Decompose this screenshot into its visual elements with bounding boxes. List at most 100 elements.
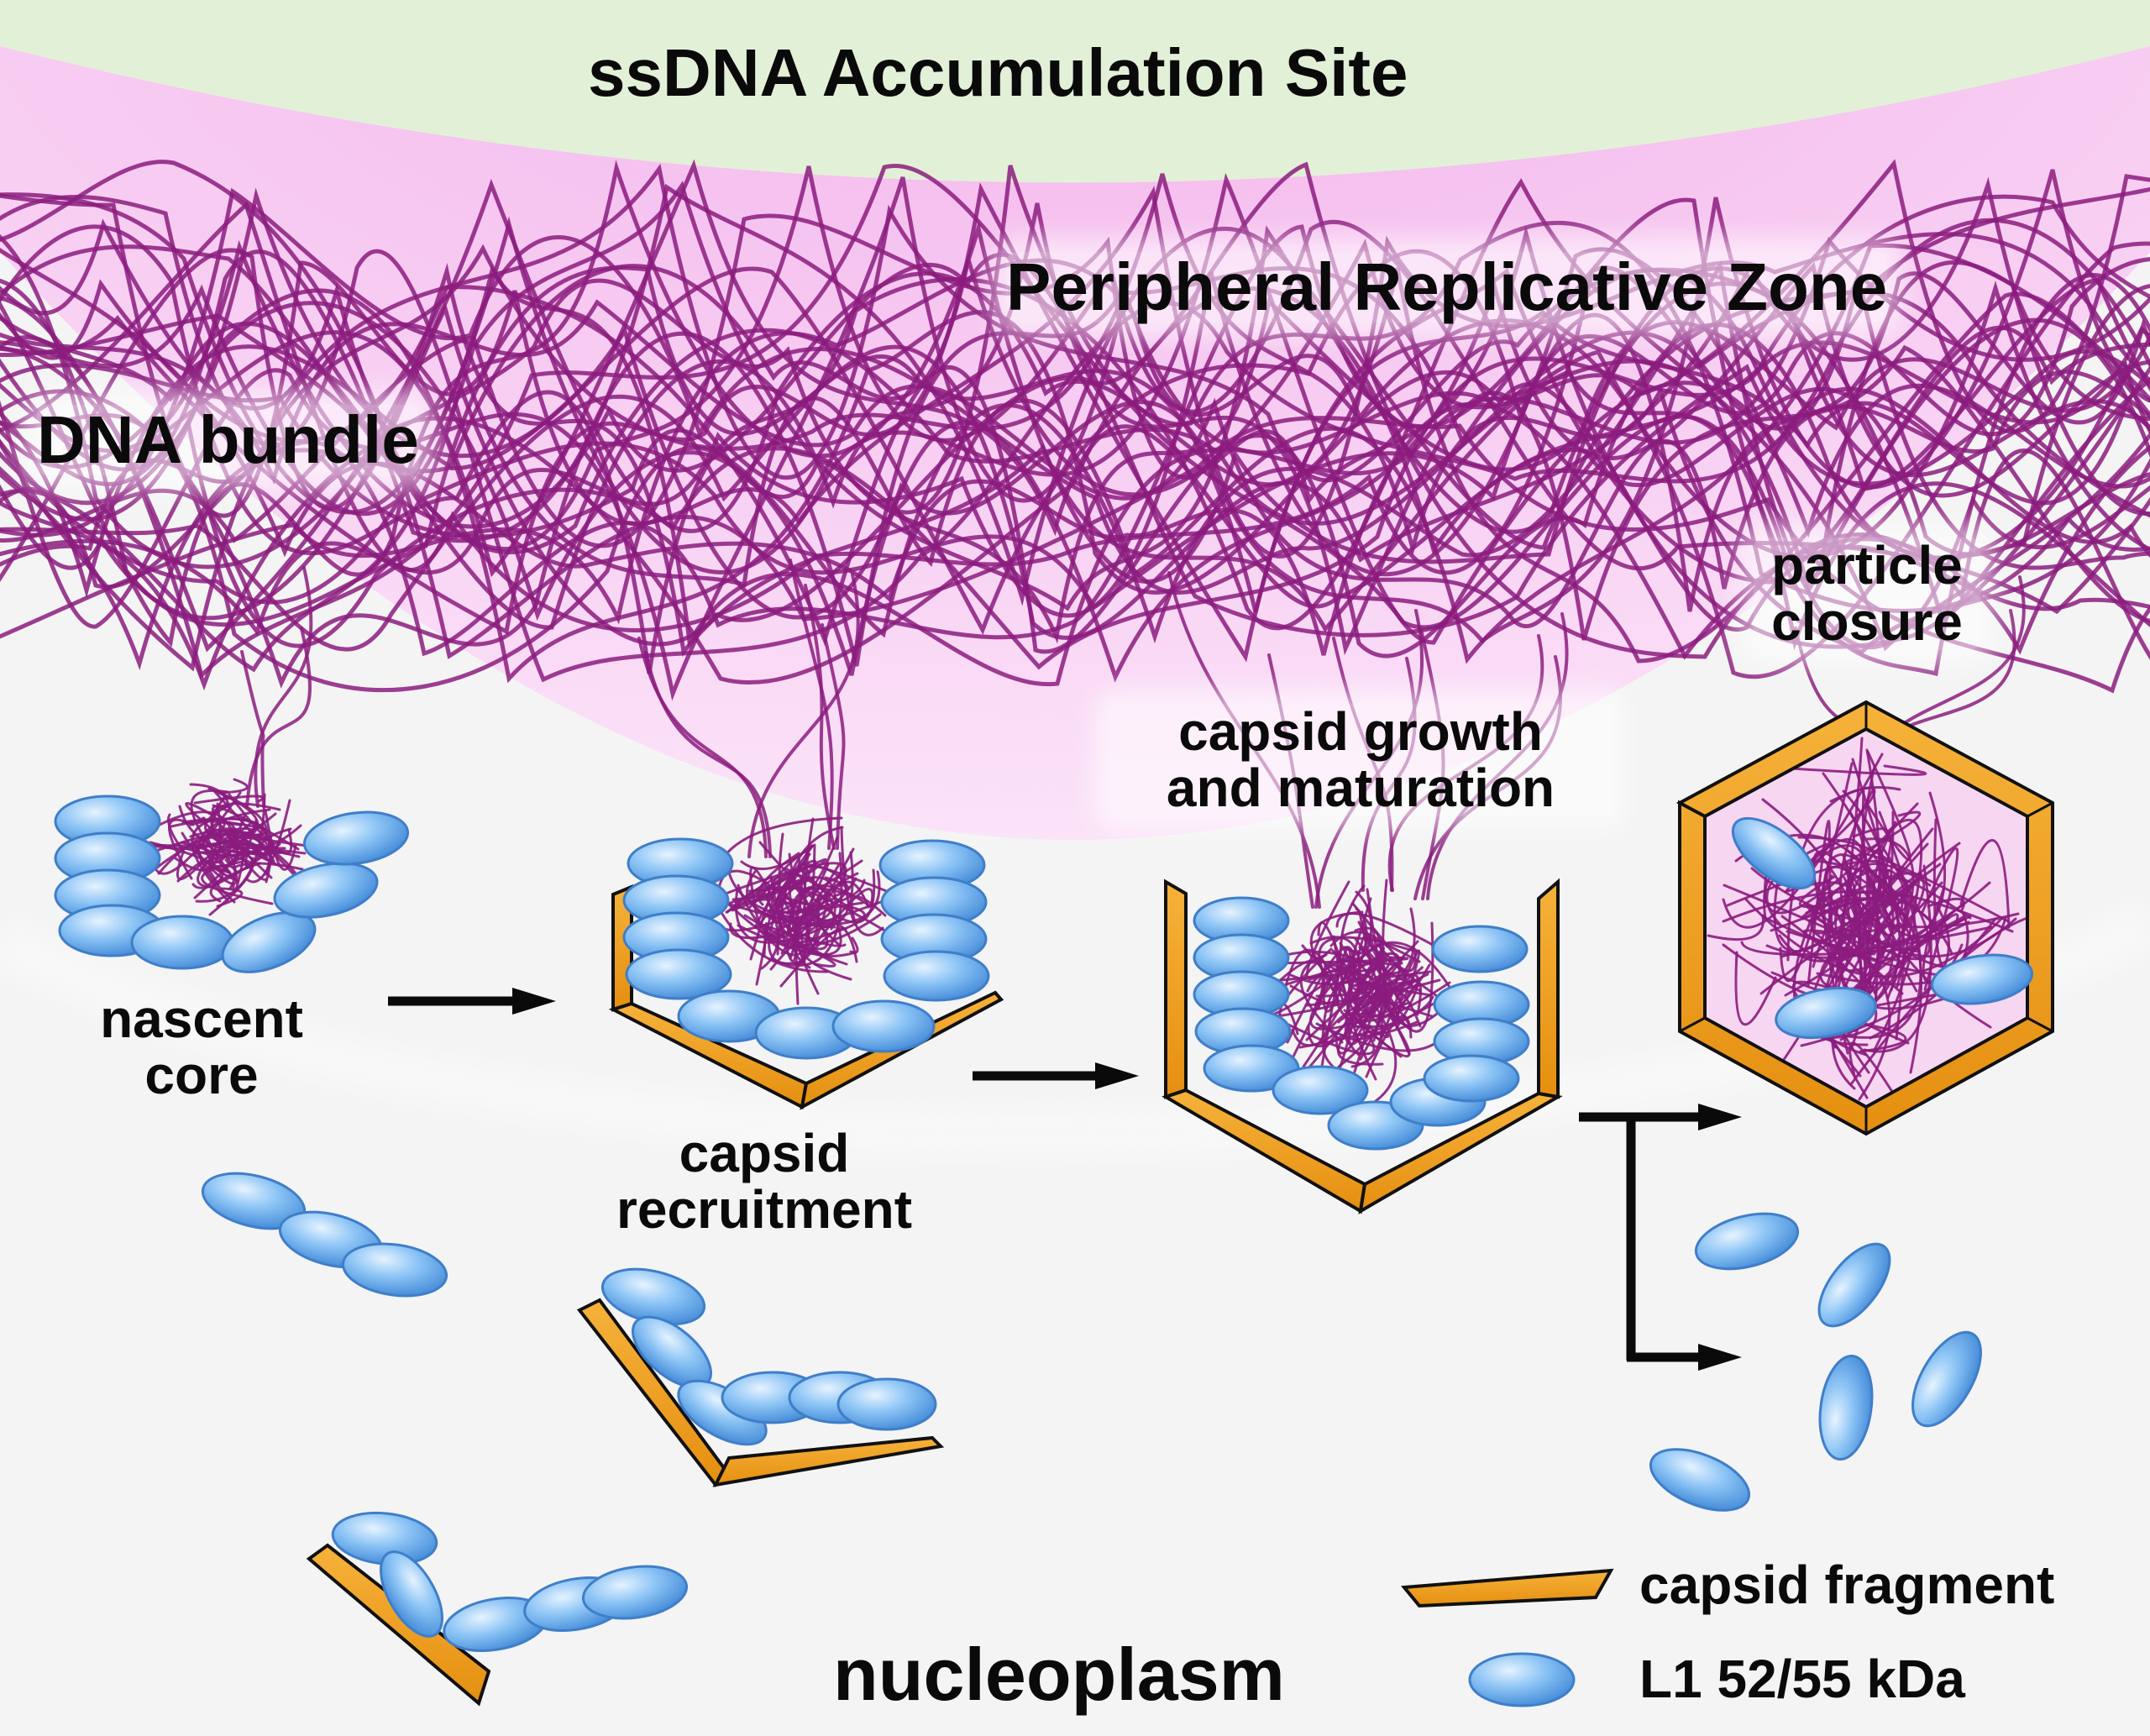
dna-strand [139, 827, 255, 858]
ssdna-region [0, 0, 2150, 183]
dna-strand [190, 789, 229, 858]
l1-protein [1818, 1354, 1874, 1461]
dna-strand [1382, 878, 1460, 1027]
l1-protein [625, 948, 732, 1000]
capsid-recruitment-label: capsid recruitment [616, 1123, 913, 1240]
dna-strand [1839, 810, 1922, 867]
dna-strand [1305, 880, 1350, 981]
l1-protein [221, 911, 317, 973]
dna-strand [0, 201, 2150, 632]
dna-strand [1899, 893, 1909, 927]
branch-arrow-to-closure [1579, 1104, 1742, 1371]
dna-strand [789, 559, 834, 850]
legend-l1-label: L1 52/55 kDa [1639, 1649, 1965, 1709]
dna-strand [747, 573, 860, 858]
dna-strand [0, 247, 2150, 637]
l1-protein [1423, 1054, 1520, 1103]
dna-strand [264, 809, 297, 871]
dna-strand [149, 841, 224, 884]
dna-strand [1345, 948, 1418, 1037]
dna-strand [1287, 947, 1333, 997]
dna-strand [768, 852, 843, 967]
dna-strand [1848, 1041, 1896, 1096]
dna-strand [804, 584, 836, 850]
recruitment-dna-knot [704, 816, 899, 1005]
l1-protein [831, 999, 936, 1053]
l1-protein [130, 915, 234, 970]
dna-strand [0, 260, 2150, 627]
dna-strand [0, 299, 2150, 629]
dna-strand [0, 241, 2150, 679]
dna-strand [767, 844, 814, 926]
dna-strand [1355, 890, 1373, 950]
dna-strand [776, 826, 844, 956]
dna-strand [1765, 842, 1828, 926]
dna-strand [193, 841, 250, 899]
l1-capsid-fragment-complex [306, 1511, 689, 1707]
capsid-fragment [712, 1435, 945, 1487]
dna-strand [1790, 764, 1927, 776]
dna-strand [1357, 1013, 1411, 1057]
dna-bundle-label: DNA bundle [37, 402, 419, 477]
l1-protein [1649, 1448, 1751, 1512]
dna-strand [220, 778, 249, 795]
dna-strand [804, 955, 852, 981]
particle-closure [1675, 700, 2054, 1136]
dna-strand [849, 936, 859, 954]
dna-strand [1827, 901, 1886, 939]
nucleoplasm-label: nucleoplasm [833, 1633, 1285, 1716]
capsid-fragment [1537, 878, 1560, 1099]
l1-protein [1272, 1065, 1369, 1115]
l1-protein [836, 1377, 937, 1431]
dna-strand [803, 817, 831, 957]
dna-strand [216, 887, 244, 908]
dna-strand [1846, 894, 1918, 994]
growth-dna-knot [1255, 878, 1464, 1106]
dna-strand [0, 261, 2150, 683]
dna-strand [185, 802, 223, 839]
legend-l1-swatch [1468, 1652, 1576, 1707]
dna-strand [794, 886, 827, 1005]
dna-strand [0, 288, 2150, 684]
l1-protein [883, 950, 990, 1002]
arrow-core-to-recruitment [388, 988, 556, 1015]
dna-strand [1801, 872, 1926, 983]
dna-strand [1305, 979, 1382, 1041]
peripheral-zone-label: Peripheral Replicative Zone [1006, 249, 1888, 324]
dna-strand [1734, 951, 1777, 1026]
dna-strand [0, 178, 2150, 663]
capsid-growth [1162, 878, 1563, 1214]
capsid-fragment [306, 1543, 491, 1707]
dna-strand [1286, 946, 1356, 1044]
dna-strand [0, 192, 2150, 687]
nascent-core-dna-knot [137, 778, 313, 916]
dna-strand [181, 818, 226, 829]
dna-strand [788, 847, 855, 938]
dna-strand [1886, 903, 1964, 999]
dna-strand [757, 852, 800, 906]
dna-strand [711, 895, 829, 973]
l1-capsid-fragment-complex [576, 1267, 945, 1487]
dna-strand [821, 623, 846, 850]
dna-strand [200, 840, 245, 873]
dna-strand [1851, 758, 1901, 930]
l1-protein [341, 1242, 448, 1298]
dna-strand [176, 842, 301, 883]
l1-protein [1817, 1242, 1891, 1328]
arrow-recruitment-to-growth [973, 1062, 1139, 1089]
dna-strand [749, 866, 786, 925]
l1-protein [1930, 953, 2034, 1005]
dna-strand [850, 895, 887, 926]
dna-strand [1779, 762, 1854, 983]
dna-strand [1315, 961, 1363, 998]
dna-strand [1814, 916, 1891, 1101]
nascent-core-label: nascent core [100, 989, 303, 1106]
l1-protein [1911, 1330, 1982, 1428]
dna-strand [1861, 789, 1970, 939]
l1-protein [581, 1565, 689, 1620]
l1-protein [302, 810, 410, 866]
dna-strand [0, 183, 2150, 606]
dna-strand [1351, 976, 1399, 1029]
dna-strand [1362, 935, 1439, 998]
